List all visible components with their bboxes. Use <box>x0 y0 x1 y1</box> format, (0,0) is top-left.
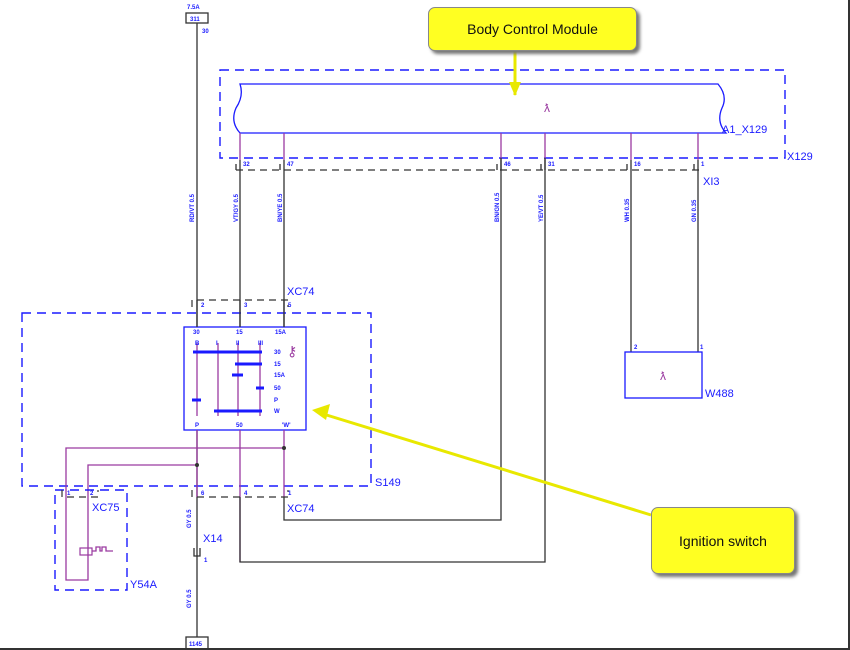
svg-text:II: II <box>236 341 240 347</box>
svg-text:III: III <box>258 341 263 347</box>
bcm-pin: 46 <box>504 162 511 168</box>
ground-box <box>185 636 209 648</box>
svg-text:2: 2 <box>201 303 205 309</box>
svg-text:1: 1 <box>288 491 292 497</box>
y54a-frame <box>54 489 128 591</box>
wire-label: GN 0.35 <box>692 199 698 222</box>
svg-text:P: P <box>274 398 278 404</box>
wire-y54a <box>65 447 284 581</box>
xc74-top-label: XC74 <box>287 286 315 298</box>
s149-label: S149 <box>375 477 401 489</box>
bcm-pin: 1 <box>701 162 705 168</box>
wire-label: BN/YE 0.5 <box>278 193 284 222</box>
bcm-pin: 31 <box>548 162 555 168</box>
ignition-switch <box>183 326 307 431</box>
svg-text:I: I <box>216 341 218 347</box>
callout-bcm: Body Control Module <box>428 7 637 51</box>
solenoid-icon <box>79 547 93 556</box>
svg-text:15: 15 <box>236 330 243 336</box>
svg-text:50: 50 <box>274 386 281 392</box>
svg-text:ƛ: ƛ <box>660 369 666 383</box>
y54a-label: Y54A <box>130 579 158 591</box>
svg-text:15A: 15A <box>274 373 286 379</box>
svg-text:50: 50 <box>236 423 243 429</box>
bcm-module <box>233 83 728 134</box>
module-symbol: ƛ <box>544 101 550 115</box>
svg-text:B: B <box>195 341 200 347</box>
x14-label: X14 <box>203 533 223 545</box>
bcm-pin: 32 <box>243 162 250 168</box>
xc74-bottom-connector <box>191 490 289 498</box>
svg-text:30: 30 <box>274 350 281 356</box>
svg-text:1: 1 <box>204 558 208 564</box>
svg-text:30: 30 <box>193 330 200 336</box>
svg-text:1: 1 <box>700 345 704 351</box>
bcm-pin: 16 <box>634 162 641 168</box>
wire-label: RD/VT 0.5 <box>190 193 196 222</box>
svg-text:1: 1 <box>67 491 71 497</box>
wire-label-gy: GY 0.5 <box>187 589 193 608</box>
svg-text:W: W <box>274 409 280 415</box>
svg-text:3: 3 <box>244 303 248 309</box>
ground-label: 1145 <box>189 642 203 648</box>
wire-label: WH 0.35 <box>625 198 631 222</box>
bcm-frame <box>219 69 786 159</box>
fuse-rating: 7.5A <box>187 5 200 11</box>
svg-text:4: 4 <box>244 491 248 497</box>
fuse-id: 311 <box>190 17 200 23</box>
w488-label: W488 <box>705 388 734 400</box>
callout-ignition-switch: Ignition switch <box>651 507 795 574</box>
svg-text:2: 2 <box>90 491 94 497</box>
wire-label: YE/VT 0.5 <box>539 194 545 222</box>
a1-x129-label: A1_X129 <box>722 124 767 136</box>
fuse-pin: 30 <box>202 29 209 35</box>
w488-component <box>624 351 703 399</box>
svg-text:15A: 15A <box>275 330 287 336</box>
xc75-label: XC75 <box>92 502 120 514</box>
svg-text:2: 2 <box>634 345 638 351</box>
svg-text:'W': 'W' <box>282 423 291 429</box>
svg-text:P: P <box>195 423 199 429</box>
svg-text:⚷: ⚷ <box>287 343 297 359</box>
wire-label-gy: GY 0.5 <box>187 509 193 528</box>
svg-text:5: 5 <box>288 303 292 309</box>
wire-label: VT/GY 0.5 <box>234 193 240 222</box>
xi3-label: XI3 <box>703 176 720 188</box>
wire-bngn <box>283 158 502 521</box>
x14-connector <box>193 548 201 557</box>
wire-label: BN/GN 0.5 <box>495 192 501 222</box>
svg-text:6: 6 <box>201 491 205 497</box>
svg-text:15: 15 <box>274 362 281 368</box>
wire-yevt <box>239 158 546 563</box>
xc74-bottom-label: XC74 <box>287 503 315 515</box>
x129-label: X129 <box>787 151 813 163</box>
bcm-pin: 47 <box>287 162 294 168</box>
xc75-connector <box>61 490 99 498</box>
